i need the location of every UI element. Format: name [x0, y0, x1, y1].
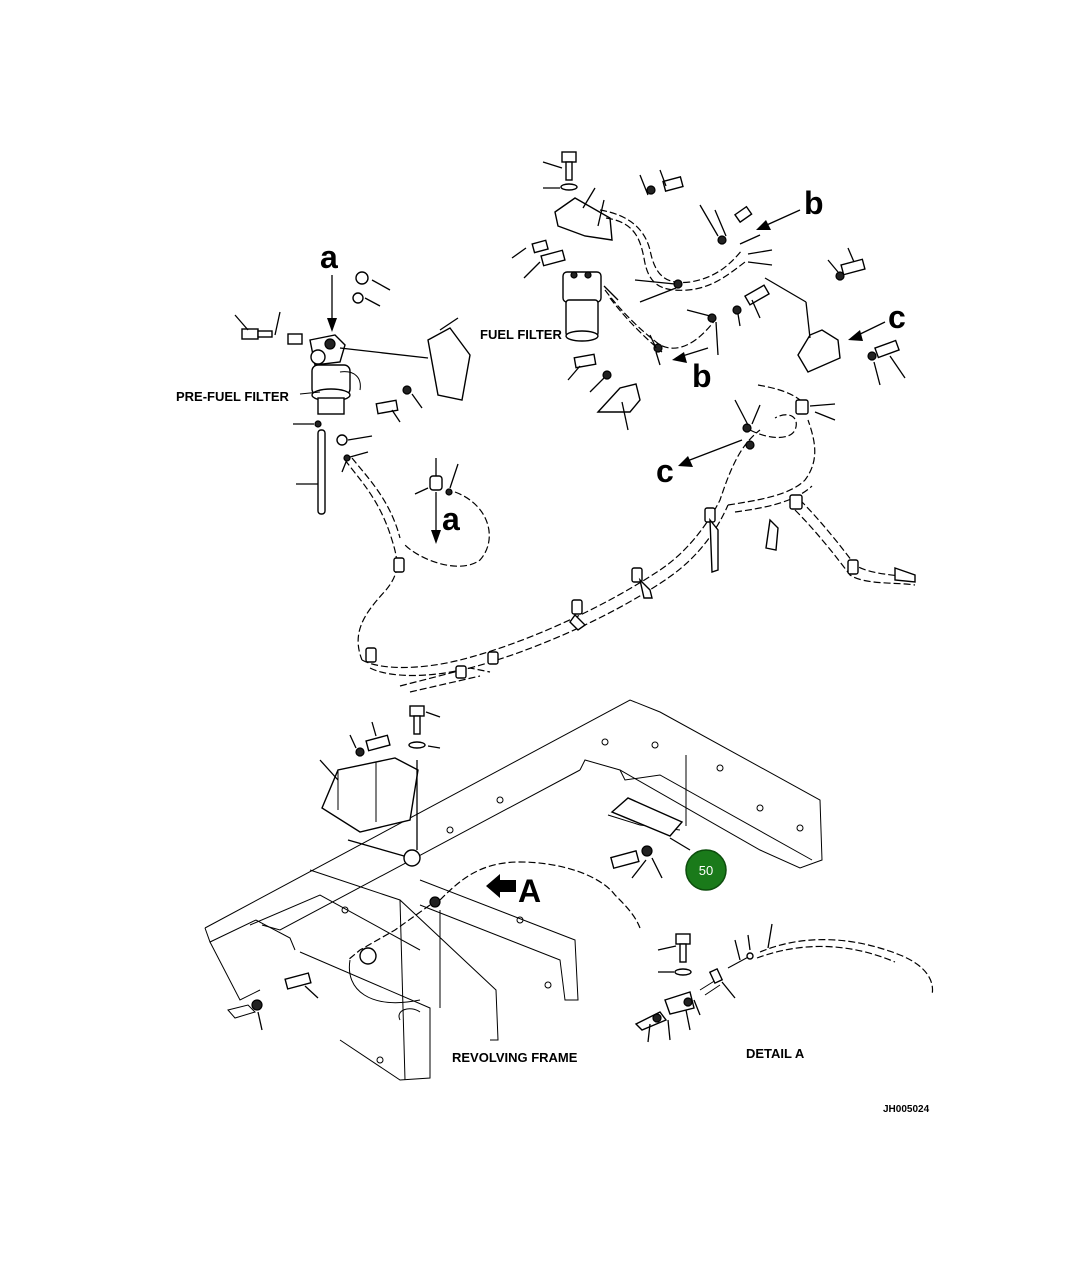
pre-fuel-filter-label: PRE-FUEL FILTER [176, 389, 290, 404]
letter-A-arrow: A [518, 873, 541, 909]
view-marker-b-top: b [756, 185, 824, 230]
letter-c-left: c [656, 453, 674, 489]
view-marker-c-right: c [848, 299, 906, 341]
letter-b-top: b [804, 185, 824, 221]
callout-50-hotspot[interactable]: 50 [685, 849, 727, 891]
view-marker-A: A [486, 873, 541, 909]
view-marker-a-bottom: a [414, 458, 460, 544]
detail-a-label: DETAIL A [746, 1046, 805, 1061]
fuel-filter-hoses [567, 204, 906, 431]
letter-c-right: c [888, 299, 906, 335]
view-marker-a-top: a [320, 239, 338, 332]
fuel-filter-assembly: FUEL FILTER [480, 151, 684, 342]
fuel-hose-routing [344, 384, 916, 693]
callout-50-number[interactable]: 50 [699, 863, 713, 878]
revolving-frame-label: REVOLVING FRAME [452, 1050, 578, 1065]
detail-a-assembly: DETAIL A [634, 923, 934, 1061]
drawing-id: JH005024 [883, 1104, 930, 1115]
revolving-frame: REVOLVING FRAME [204, 699, 823, 1081]
letter-a-bottom: a [442, 501, 460, 537]
letter-b-bottom: b [692, 358, 712, 394]
view-marker-b-bottom: b [672, 347, 712, 394]
callout-50-circle[interactable] [685, 849, 727, 891]
fuel-filter-label: FUEL FILTER [480, 327, 562, 342]
view-marker-c-left: c [656, 439, 743, 489]
letter-a-top: a [320, 239, 338, 275]
pre-fuel-filter-assembly: PRE-FUEL FILTER [176, 271, 471, 515]
